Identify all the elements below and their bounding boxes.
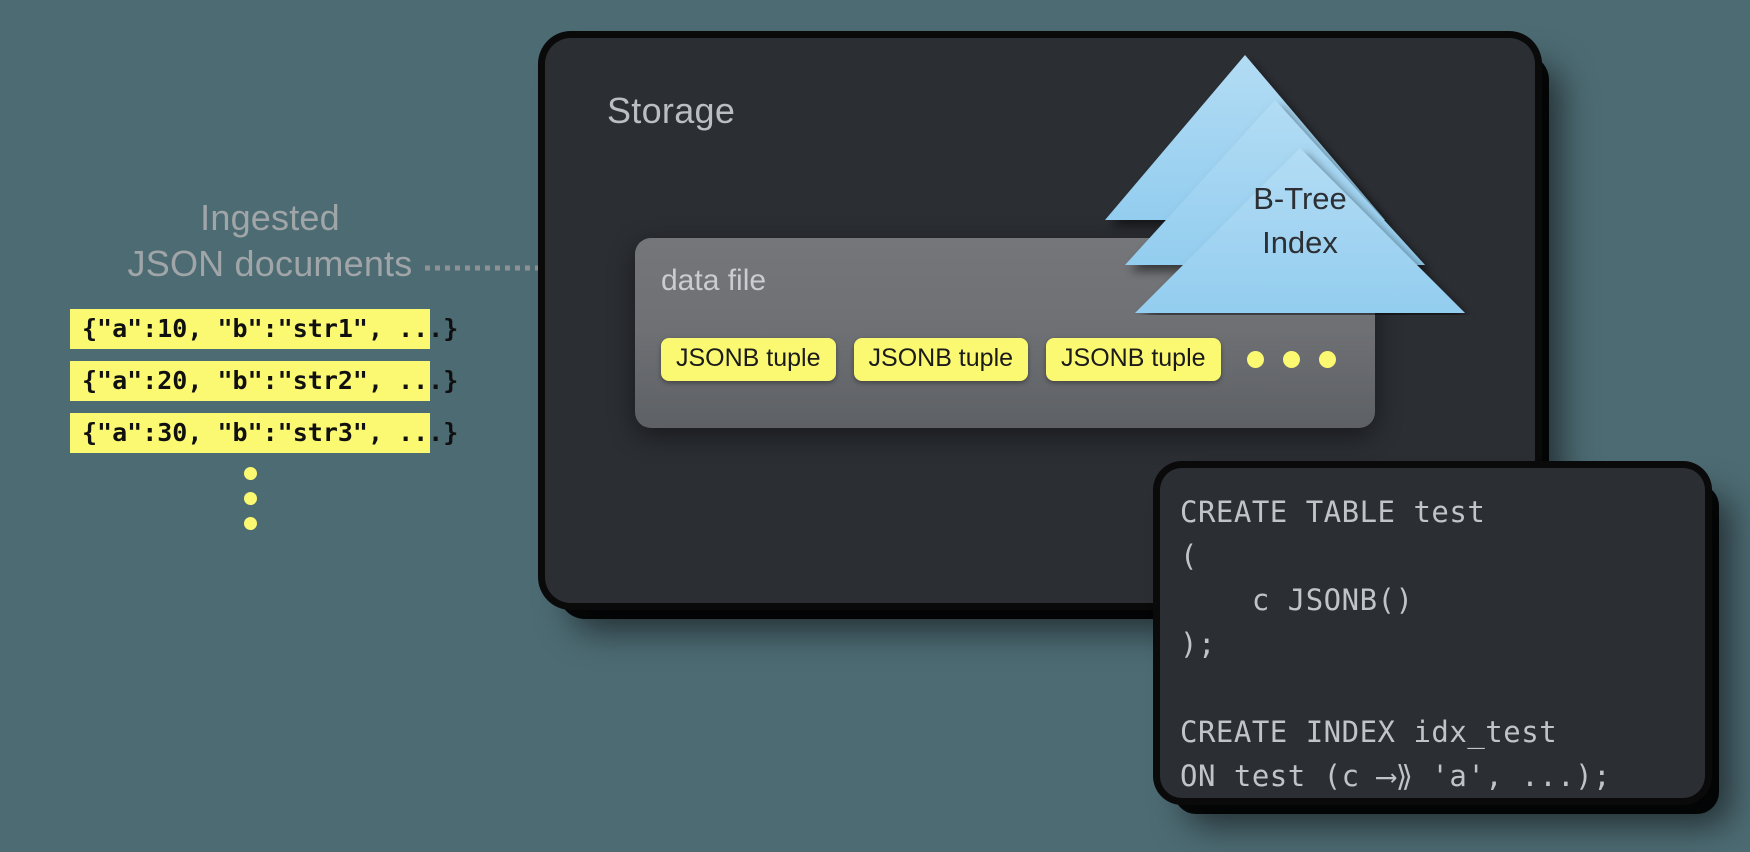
documents-continuation-dots <box>70 467 430 530</box>
btree-triangles-icon <box>1105 55 1465 313</box>
ingested-documents-block: Ingested JSON documents {"a":10, "b":"st… <box>70 195 470 530</box>
sql-code-text: CREATE TABLE test ( c JSONB() ); CREATE … <box>1180 495 1612 793</box>
dot-icon <box>243 492 257 505</box>
btree-index-graphic: B-Tree Index <box>1095 55 1505 315</box>
dot-icon <box>243 467 257 480</box>
json-document-list: {"a":10, "b":"str1", ...} {"a":20, "b":"… <box>70 309 470 453</box>
jsonb-tuple-chip: JSONB tuple <box>853 338 1029 381</box>
dot-icon <box>1246 351 1264 368</box>
ingested-documents-title: Ingested JSON documents <box>127 197 413 284</box>
json-document-row: {"a":30, "b":"str3", ...} <box>70 413 458 453</box>
dot-icon <box>1282 351 1300 368</box>
jsonb-tuple-chip: JSONB tuple <box>661 338 836 381</box>
json-document-row: {"a":10, "b":"str1", ...} <box>70 309 458 349</box>
data-file-label: data file <box>661 264 767 297</box>
jsonb-tuple-strip: JSONB tuple JSONB tuple JSONB tuple <box>661 338 1336 381</box>
dot-icon <box>1318 351 1336 368</box>
tuples-continuation-dots <box>1246 351 1336 368</box>
dot-icon <box>243 517 257 530</box>
jsonb-tuple-chip: JSONB tuple <box>1046 338 1221 381</box>
sql-code-panel: CREATE TABLE test ( c JSONB() ); CREATE … <box>1160 468 1705 798</box>
storage-title: Storage <box>607 90 736 131</box>
json-document-row: {"a":20, "b":"str2", ...} <box>70 361 458 401</box>
